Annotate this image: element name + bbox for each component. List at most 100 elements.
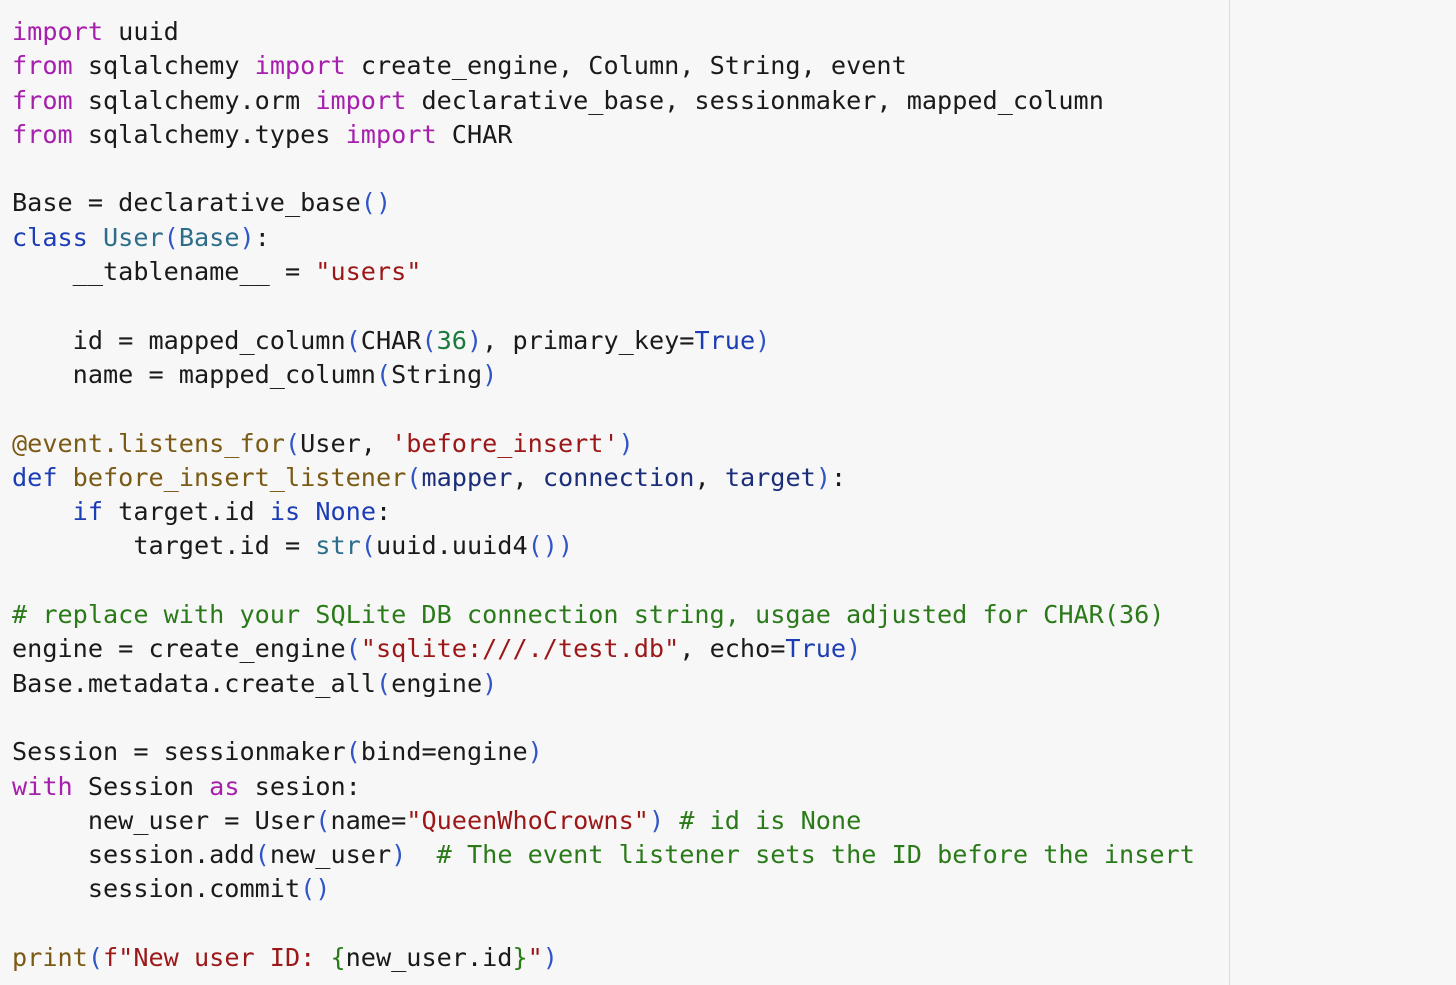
code-token: :	[254, 222, 270, 252]
code-token: str	[315, 531, 361, 561]
code-token: new_user	[269, 840, 392, 870]
code-line: ​	[12, 152, 1195, 186]
code-token: from	[12, 85, 73, 115]
code-line: Session = sessionmaker(bind=engine)	[12, 735, 1195, 769]
code-token: )	[482, 359, 498, 389]
code-line: from sqlalchemy.orm import declarative_b…	[12, 84, 1195, 118]
code-token: )	[815, 462, 831, 492]
code-token: (	[345, 737, 361, 767]
code-token: (	[87, 943, 103, 973]
code-token: ()	[360, 188, 392, 218]
code-token: )	[648, 805, 665, 835]
code-token: True	[785, 634, 847, 664]
code-token: ()	[300, 874, 331, 904]
code-token: User	[103, 222, 164, 252]
code-token: f"New user ID:	[103, 943, 331, 973]
code-token: )	[755, 325, 771, 355]
code-token: "QueenWhoCrowns"	[406, 805, 649, 835]
code-line: Base = declarative_base()	[12, 186, 1195, 220]
code-token: "users"	[315, 257, 422, 287]
code-token: __tablename__ =	[12, 257, 316, 287]
code-line: from sqlalchemy.types import CHAR	[12, 118, 1195, 152]
code-token: , primary_key=	[482, 325, 695, 355]
code-line: # replace with your SQLite DB connection…	[12, 598, 1195, 632]
code-token: target.id =	[12, 531, 316, 561]
code-token: sqlalchemy.orm	[72, 85, 316, 115]
code-token: print	[12, 943, 88, 973]
code-token: new_user.id	[345, 943, 513, 973]
code-token: connection	[542, 462, 695, 492]
code-token: "	[527, 943, 543, 973]
code-token: is	[269, 497, 301, 527]
code-token: CHAR	[360, 325, 422, 355]
code-token: :	[376, 497, 392, 527]
code-token: Base.metadata.create_all	[12, 668, 376, 698]
code-token: name = mapped_column	[12, 359, 376, 389]
code-token: as	[209, 771, 240, 801]
code-token: ,	[512, 462, 543, 492]
code-token: sqlalchemy	[72, 51, 255, 81]
code-token: mapper	[421, 462, 513, 492]
code-token: {	[330, 943, 346, 973]
code-token: 'before_insert'	[391, 428, 619, 458]
code-token: session.add	[12, 840, 255, 870]
side-panel	[1231, 0, 1456, 985]
code-token: from	[12, 119, 73, 149]
code-token: from	[12, 51, 73, 81]
code-token: ,	[694, 462, 725, 492]
code-line: import uuid	[12, 15, 1195, 49]
code-line: session.commit()	[12, 872, 1195, 906]
code-token: }	[512, 943, 528, 973]
code-token: Session = sessionmaker	[12, 737, 346, 767]
code-token	[406, 840, 436, 869]
code-token: declarative_base, sessionmaker, mapped_c…	[406, 85, 1104, 115]
code-token: User,	[300, 428, 392, 458]
code-token: engine = create_engine	[12, 634, 346, 664]
code-line: ​	[12, 564, 1195, 598]
code-line: @event.listens_for(User, 'before_insert'…	[12, 427, 1195, 461]
code-token	[88, 223, 103, 252]
code-token: engine	[391, 668, 483, 698]
code-token: True	[694, 325, 756, 355]
code-token: )	[618, 428, 634, 458]
code-token: Base	[178, 222, 240, 252]
code-line: new_user = User(name="QueenWhoCrowns") #…	[12, 804, 1195, 838]
code-token: (	[406, 462, 422, 492]
code-token: uuid	[103, 17, 179, 46]
code-token: @event.listens_for	[12, 428, 285, 458]
code-token: import	[345, 119, 437, 149]
code-line: Base.metadata.create_all(engine)	[12, 667, 1195, 701]
code-token: (	[345, 325, 361, 355]
code-token: (	[375, 668, 392, 698]
code-token: (	[360, 531, 376, 561]
code-token: (	[254, 840, 270, 870]
code-token: # id is None	[679, 805, 862, 835]
code-token: Base = declarative_base	[12, 188, 361, 218]
code-token: None	[315, 497, 377, 527]
code-line: __tablename__ = "users"	[12, 255, 1195, 289]
code-token	[664, 806, 679, 835]
code-line: target.id = str(uuid.uuid4())	[12, 529, 1195, 563]
code-token: session.commit	[12, 874, 301, 904]
code-token: bind=engine	[360, 737, 528, 767]
code-token: String	[391, 359, 483, 389]
code-token: (	[421, 325, 437, 355]
code-token: )	[542, 943, 558, 973]
code-token: # replace with your SQLite DB connection…	[12, 600, 1165, 630]
code-token: import	[315, 85, 407, 115]
code-token: before_insert_listener	[72, 462, 407, 492]
code-token: )	[482, 668, 498, 698]
code-token: target.id	[103, 497, 270, 527]
code-token: Session	[72, 771, 210, 801]
code-line: session.add(new_user) # The event listen…	[12, 838, 1195, 872]
code-token	[58, 463, 73, 492]
code-token	[12, 497, 73, 526]
code-token: ())	[527, 531, 574, 561]
code-token: target	[724, 462, 816, 492]
code-token: class	[12, 222, 88, 252]
code-line: engine = create_engine("sqlite:///./test…	[12, 632, 1195, 666]
code-token: create_engine, Column, String, event	[345, 51, 907, 81]
code-token: name=	[330, 805, 407, 835]
